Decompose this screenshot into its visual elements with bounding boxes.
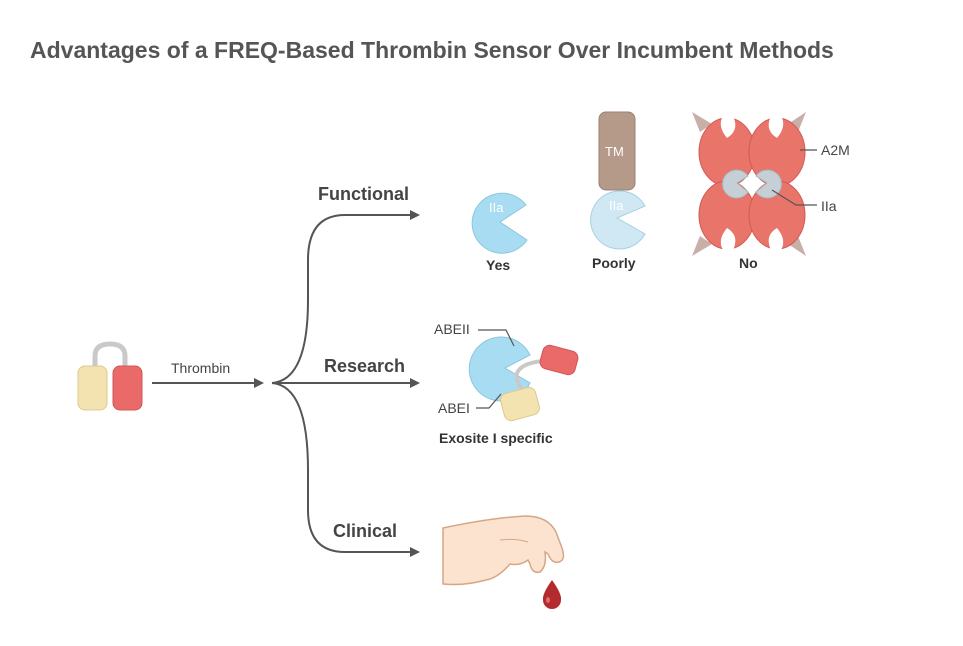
caption-poorly: Poorly bbox=[592, 255, 636, 271]
thrombin-iia-bound-icon bbox=[590, 190, 646, 250]
blood-drop-icon bbox=[542, 580, 562, 609]
branch-label-clinical: Clinical bbox=[333, 521, 397, 541]
branch-arrow-functional bbox=[271, 210, 420, 384]
hand-icon bbox=[442, 515, 565, 586]
caption-exosite: Exosite I specific bbox=[439, 430, 553, 446]
abeii-label: ABEII bbox=[434, 321, 470, 337]
tm-label: TM bbox=[605, 144, 624, 159]
thrombin-iia-icon bbox=[471, 192, 528, 254]
abeii-leader bbox=[478, 329, 515, 347]
thrombin-label: Thrombin bbox=[171, 360, 230, 376]
iia-label-no: IIa bbox=[821, 198, 837, 214]
caption-yes: Yes bbox=[486, 257, 510, 273]
exosite-sensor-icon bbox=[468, 336, 579, 422]
iia-leader bbox=[771, 189, 817, 206]
caption-no: No bbox=[739, 255, 758, 271]
branch-label-functional: Functional bbox=[318, 184, 409, 204]
abei-leader bbox=[476, 393, 502, 409]
branch-label-research: Research bbox=[324, 356, 405, 376]
abei-label: ABEI bbox=[438, 400, 470, 416]
a2m-label: A2M bbox=[821, 142, 850, 158]
page-title: Advantages of a FREQ-Based Thrombin Sens… bbox=[30, 37, 834, 63]
branch-arrow-clinical bbox=[271, 382, 420, 557]
freq-sensor-icon bbox=[77, 341, 143, 411]
branch-arrows bbox=[271, 210, 420, 557]
iia-label-poorly: IIa bbox=[609, 198, 624, 213]
a2m-complex-icon bbox=[692, 112, 806, 256]
thrombomodulin-icon bbox=[598, 111, 636, 191]
iia-label-yes: IIa bbox=[489, 200, 504, 215]
